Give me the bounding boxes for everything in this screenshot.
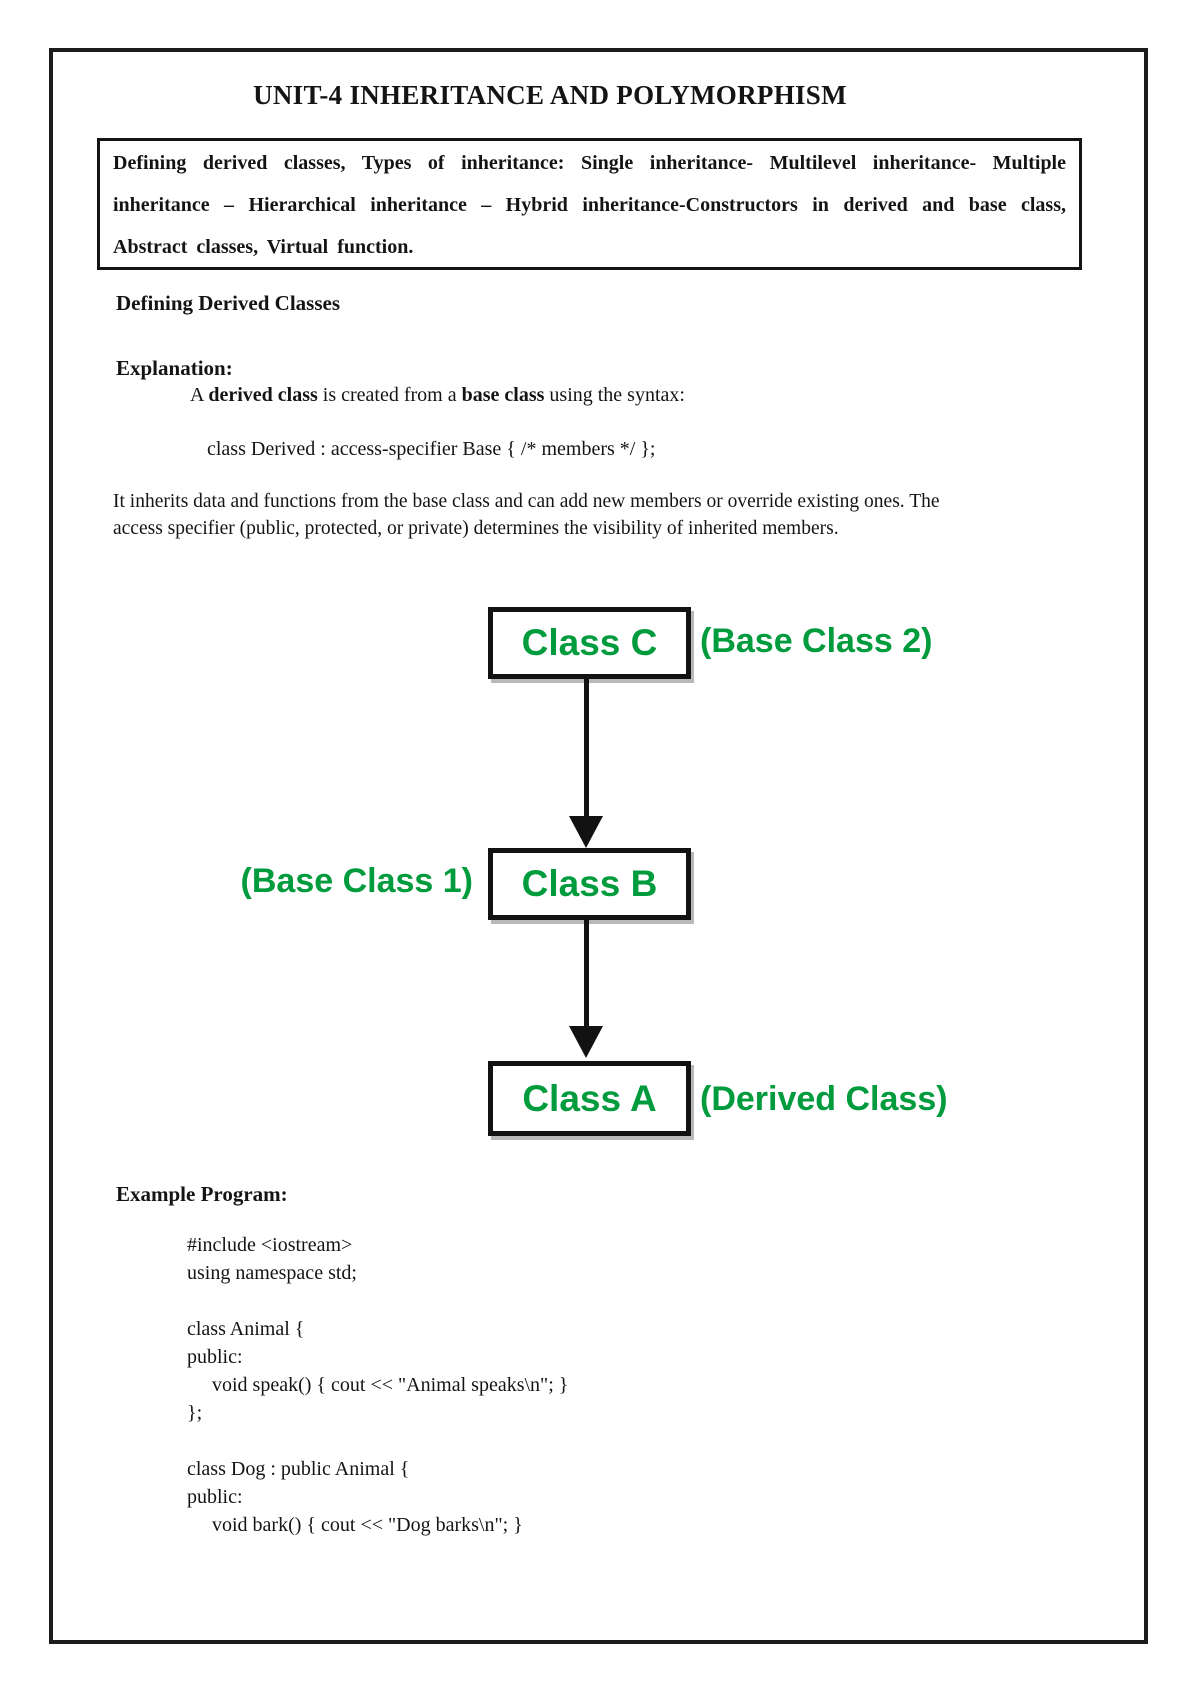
code-line — [187, 1287, 568, 1315]
arrow-down-c-to-b — [584, 679, 589, 818]
heading-example-program: Example Program: — [116, 1182, 288, 1206]
arrowhead-c-to-b — [569, 816, 603, 848]
annotation-base-class-1: (Base Class 1) — [240, 862, 473, 900]
annotation-base-class-2: (Base Class 2) — [700, 622, 933, 660]
arrowhead-b-to-a — [569, 1026, 603, 1058]
body-paragraph: It inherits data and functions from the … — [113, 491, 940, 539]
annotation-derived-class: (Derived Class) — [700, 1080, 948, 1118]
term-base-class: base class — [461, 384, 545, 406]
code-line: void speak() { cout << "Animal speaks\n"… — [187, 1374, 569, 1396]
page-title: UNIT-4 INHERITANCE AND POLYMORPHISM — [253, 80, 847, 110]
code-line: class Animal { — [187, 1318, 305, 1340]
explanation-prefix: A — [190, 384, 209, 406]
code-line: public: — [187, 1346, 243, 1368]
node-class-c-label: Class C — [521, 622, 658, 663]
arrow-down-b-to-a — [584, 920, 589, 1028]
code-line: void bark() { cout << "Dog barks\n"; } — [187, 1514, 523, 1536]
code-block: #include <iostream> using namespace std;… — [187, 1231, 568, 1539]
heading-explanation: Explanation: — [116, 356, 233, 380]
syllabus-box: Defining derived classes, Types of inher… — [97, 138, 1082, 270]
code-line: }; — [187, 1402, 203, 1424]
diagram-node-class-b: Class B — [488, 848, 691, 920]
explanation-suffix: using the syntax: — [544, 384, 685, 406]
code-line: #include <iostream> — [187, 1234, 353, 1256]
explanation-middle: is created from a — [317, 384, 462, 406]
node-class-a-label: Class A — [522, 1077, 657, 1119]
code-line: class Dog : public Animal { — [187, 1458, 410, 1480]
code-line: public: — [187, 1486, 243, 1508]
diagram-node-class-c: Class C — [488, 607, 691, 679]
code-line — [187, 1427, 568, 1455]
code-line: using namespace std; — [187, 1262, 357, 1284]
diagram-node-class-a: Class A — [488, 1061, 691, 1136]
explanation-sentence: A derived class is created from a base c… — [190, 384, 685, 407]
syntax-line: class Derived : access-specifier Base { … — [207, 438, 656, 460]
node-class-b-label: Class B — [521, 863, 658, 904]
term-derived-class: derived class — [208, 384, 318, 406]
heading-defining-derived-classes: Defining Derived Classes — [116, 291, 340, 315]
